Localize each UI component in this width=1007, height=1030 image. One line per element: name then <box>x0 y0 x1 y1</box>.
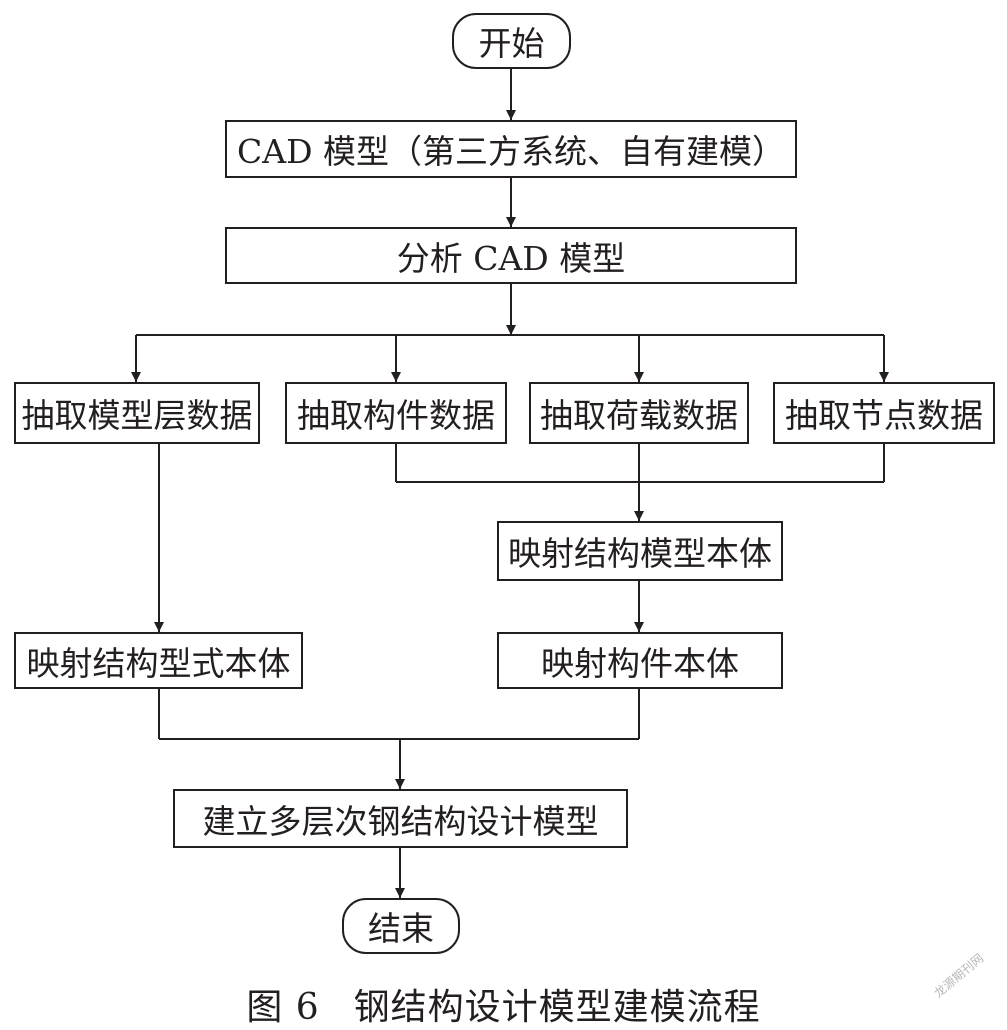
map-member-node: 映射构件本体 <box>497 632 783 689</box>
build-design-model-node: 建立多层次钢结构设计模型 <box>173 789 628 848</box>
map-structure-form-node: 映射结构型式本体 <box>14 632 303 689</box>
analyze-cad-node: 分析 CAD 模型 <box>225 227 797 284</box>
figure-title: 钢结构设计模型建模流程 <box>353 987 761 1028</box>
start-node: 开始 <box>452 13 571 69</box>
cad-model-node: CAD 模型（第三方系统、自有建模） <box>225 120 797 178</box>
extract-node-data-node: 抽取节点数据 <box>773 382 995 444</box>
figure-number: 图 6 <box>246 987 320 1028</box>
map-structure-model-node: 映射结构模型本体 <box>497 521 783 581</box>
end-node: 结束 <box>342 898 460 954</box>
extract-load-data-node: 抽取荷载数据 <box>529 382 749 444</box>
extract-member-data-node: 抽取构件数据 <box>285 382 507 444</box>
extract-layer-data-node: 抽取模型层数据 <box>14 382 260 444</box>
figure-caption: 图 6 钢结构设计模型建模流程 <box>0 978 1007 1030</box>
